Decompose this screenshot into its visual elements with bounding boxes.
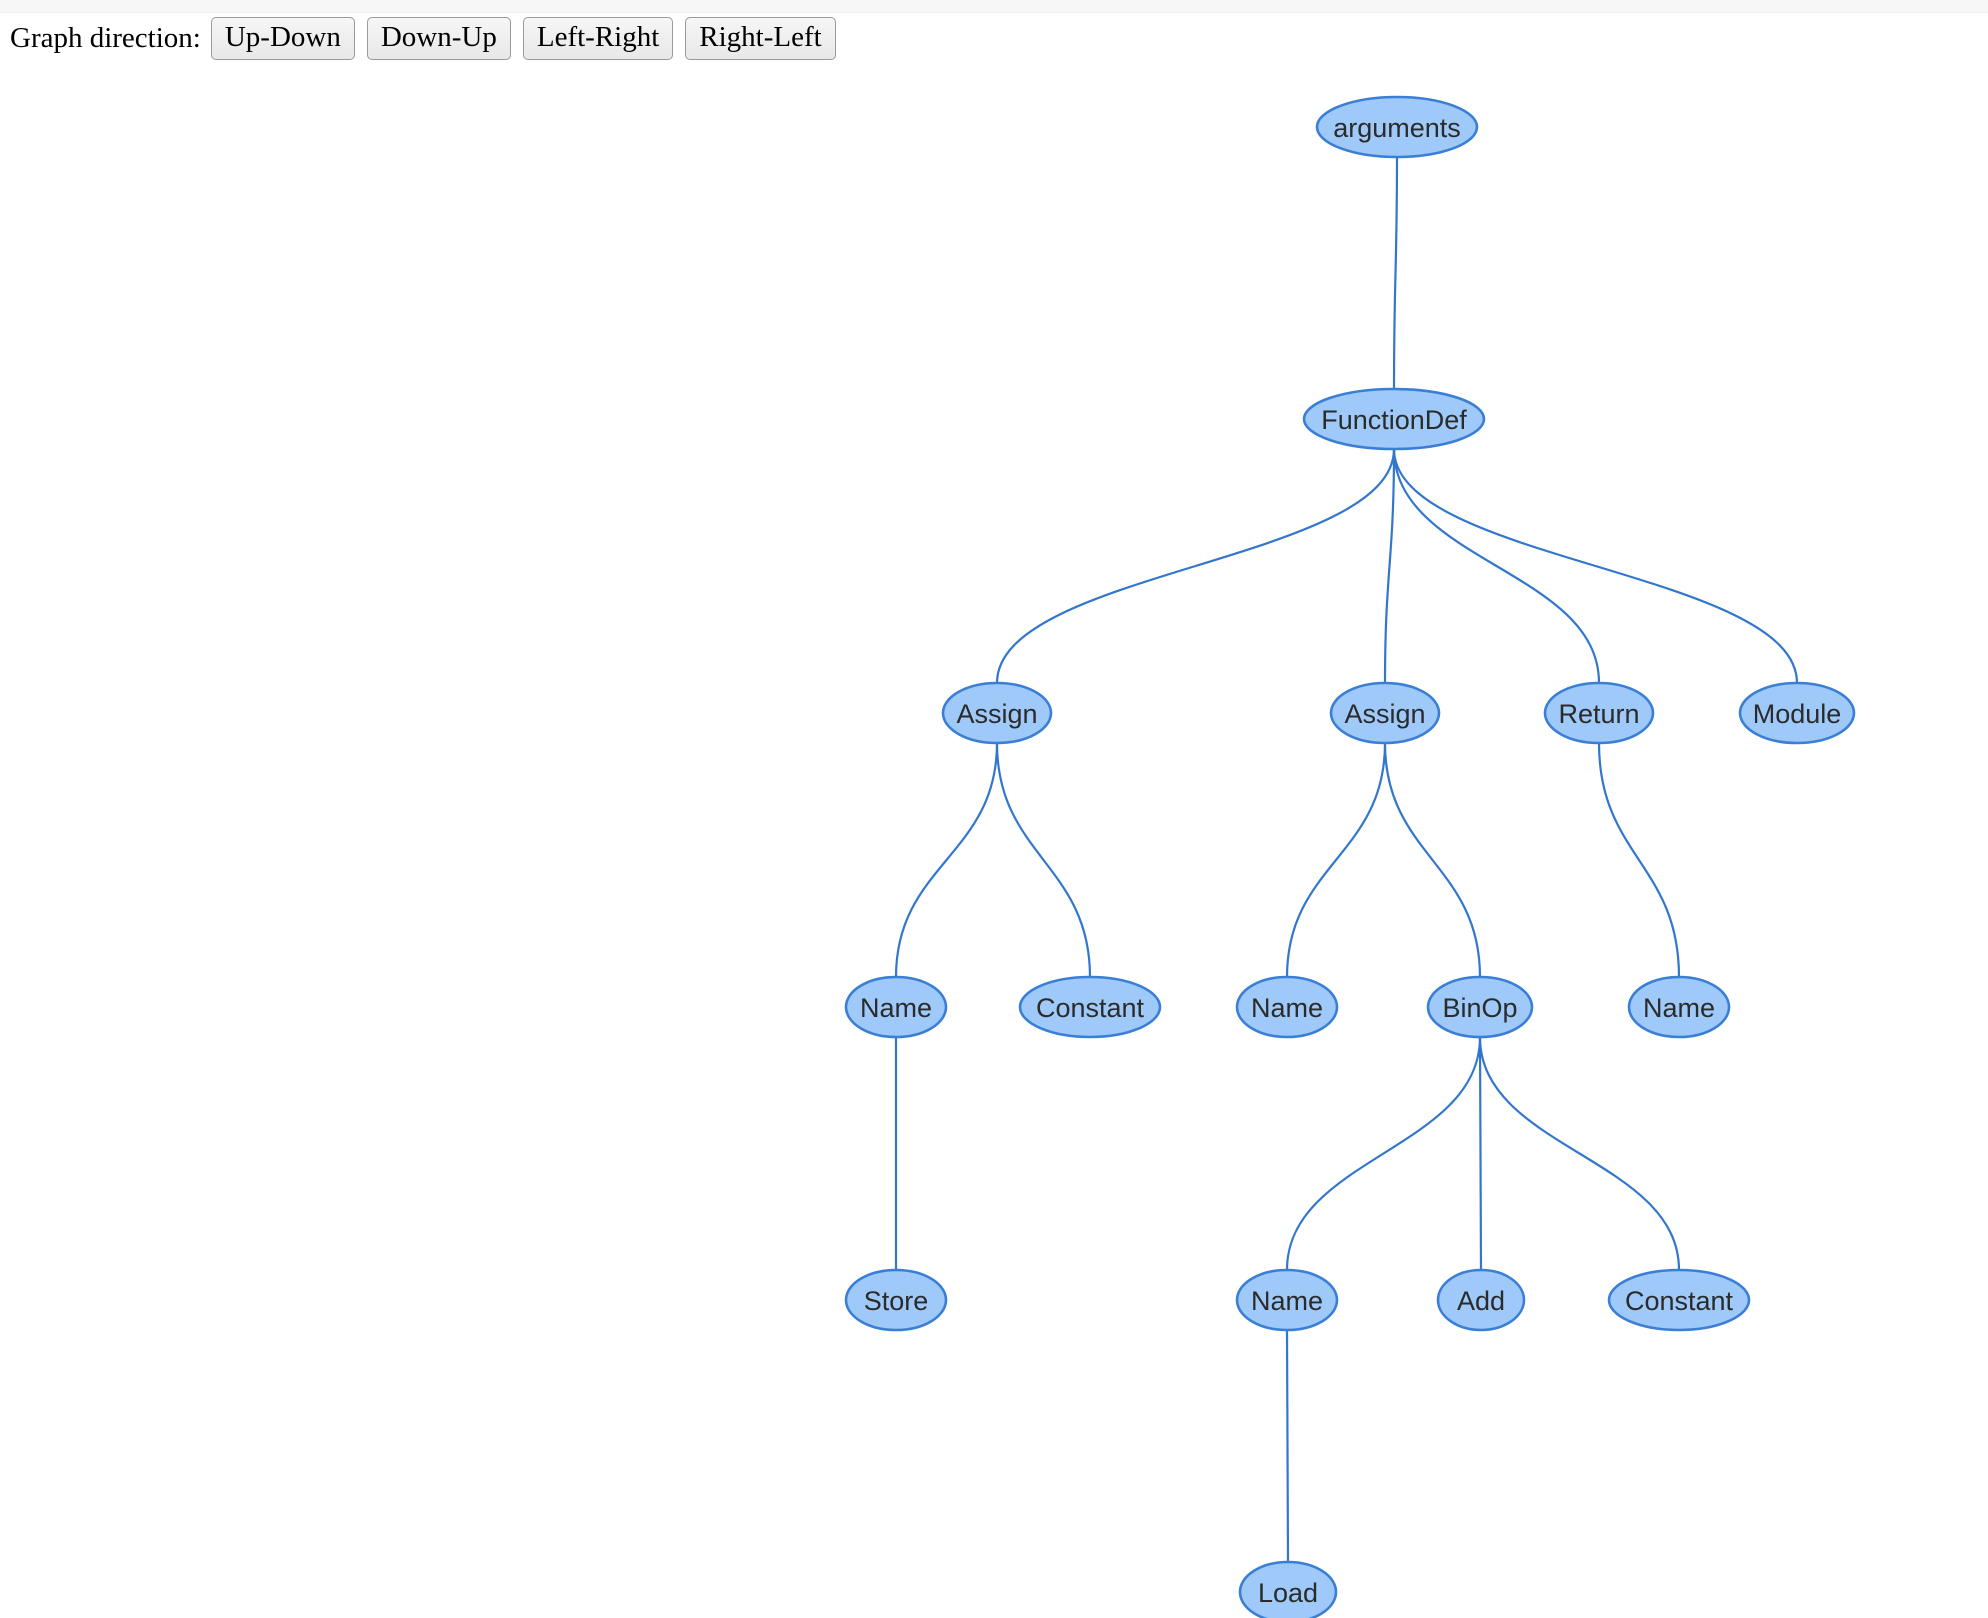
- graph-edge: [995, 448, 1396, 684]
- node-shape[interactable]: [1426, 975, 1534, 1039]
- graph-node-name[interactable]: Name: [1235, 975, 1339, 1039]
- graph-node-assign[interactable]: Assign: [1329, 681, 1441, 745]
- graph-direction-toolbar: Graph direction: Up-Down Down-Up Left-Ri…: [10, 16, 836, 60]
- direction-button-right-left[interactable]: Right-Left: [685, 16, 836, 60]
- node-shape[interactable]: [844, 975, 948, 1039]
- graph-node-name[interactable]: Name: [844, 975, 948, 1039]
- node-shape[interactable]: [1235, 1268, 1339, 1332]
- graph-edge: [1478, 1036, 1483, 1271]
- node-label: Assign: [956, 699, 1037, 729]
- node-shape[interactable]: [941, 681, 1053, 745]
- graph-edge: [1383, 448, 1396, 684]
- node-label: arguments: [1333, 113, 1461, 143]
- graph-node-module[interactable]: Module: [1738, 681, 1856, 745]
- node-label: Name: [860, 993, 932, 1023]
- node-label: Return: [1558, 699, 1639, 729]
- graph-node-load[interactable]: Load: [1238, 1560, 1338, 1618]
- graph-edge: [1392, 156, 1399, 390]
- node-label: BinOp: [1442, 993, 1517, 1023]
- node-shape[interactable]: [1627, 975, 1731, 1039]
- graph-node-functiondef[interactable]: FunctionDef: [1302, 387, 1486, 451]
- node-label: Add: [1457, 1286, 1505, 1316]
- top-strip: [0, 0, 1988, 13]
- graph-edge: [995, 742, 1092, 978]
- node-label: Load: [1258, 1578, 1318, 1608]
- graph-node-constant[interactable]: Constant: [1018, 975, 1162, 1039]
- node-shape[interactable]: [844, 1268, 948, 1332]
- graph-node-name[interactable]: Name: [1235, 1268, 1339, 1332]
- graph-node-store[interactable]: Store: [844, 1268, 948, 1332]
- graph-node-add[interactable]: Add: [1436, 1268, 1526, 1332]
- graph-edge: [1285, 742, 1387, 978]
- edge-layer: [894, 156, 1799, 1563]
- node-label: Module: [1753, 699, 1842, 729]
- node-shape[interactable]: [1607, 1268, 1751, 1332]
- node-label: Store: [864, 1286, 929, 1316]
- graph-node-constant[interactable]: Constant: [1607, 1268, 1751, 1332]
- graph-edge: [1383, 742, 1482, 978]
- node-shape[interactable]: [1302, 387, 1486, 451]
- node-label: FunctionDef: [1321, 405, 1467, 435]
- graph-node-return[interactable]: Return: [1543, 681, 1655, 745]
- graph-node-name[interactable]: Name: [1627, 975, 1731, 1039]
- direction-button-left-right[interactable]: Left-Right: [522, 16, 674, 60]
- direction-button-up-down[interactable]: Up-Down: [210, 16, 355, 60]
- graph-node-arguments[interactable]: arguments: [1315, 95, 1479, 159]
- direction-button-down-up[interactable]: Down-Up: [366, 16, 511, 60]
- graph-edge: [1285, 1329, 1290, 1563]
- graph-edge: [1478, 1036, 1681, 1271]
- node-shape[interactable]: [1738, 681, 1856, 745]
- node-shape[interactable]: [1436, 1268, 1526, 1332]
- node-shape[interactable]: [1235, 975, 1339, 1039]
- graph-edge: [1392, 448, 1799, 684]
- node-shape[interactable]: [1018, 975, 1162, 1039]
- graph-edge: [1597, 742, 1681, 978]
- graph-node-assign[interactable]: Assign: [941, 681, 1053, 745]
- graph-node-binop[interactable]: BinOp: [1426, 975, 1534, 1039]
- node-shape[interactable]: [1543, 681, 1655, 745]
- graph-edge: [1285, 1036, 1482, 1271]
- node-label: Constant: [1625, 1286, 1734, 1316]
- graph-direction-label: Graph direction:: [10, 21, 201, 54]
- node-label: Name: [1251, 993, 1323, 1023]
- graph-edge: [894, 742, 999, 978]
- node-label: Assign: [1344, 699, 1425, 729]
- node-label: Constant: [1036, 993, 1145, 1023]
- graph-edge: [1392, 448, 1601, 684]
- node-label: Name: [1251, 1286, 1323, 1316]
- node-label: Name: [1643, 993, 1715, 1023]
- node-shape[interactable]: [1238, 1560, 1338, 1618]
- node-shape[interactable]: [1315, 95, 1479, 159]
- node-shape[interactable]: [1329, 681, 1441, 745]
